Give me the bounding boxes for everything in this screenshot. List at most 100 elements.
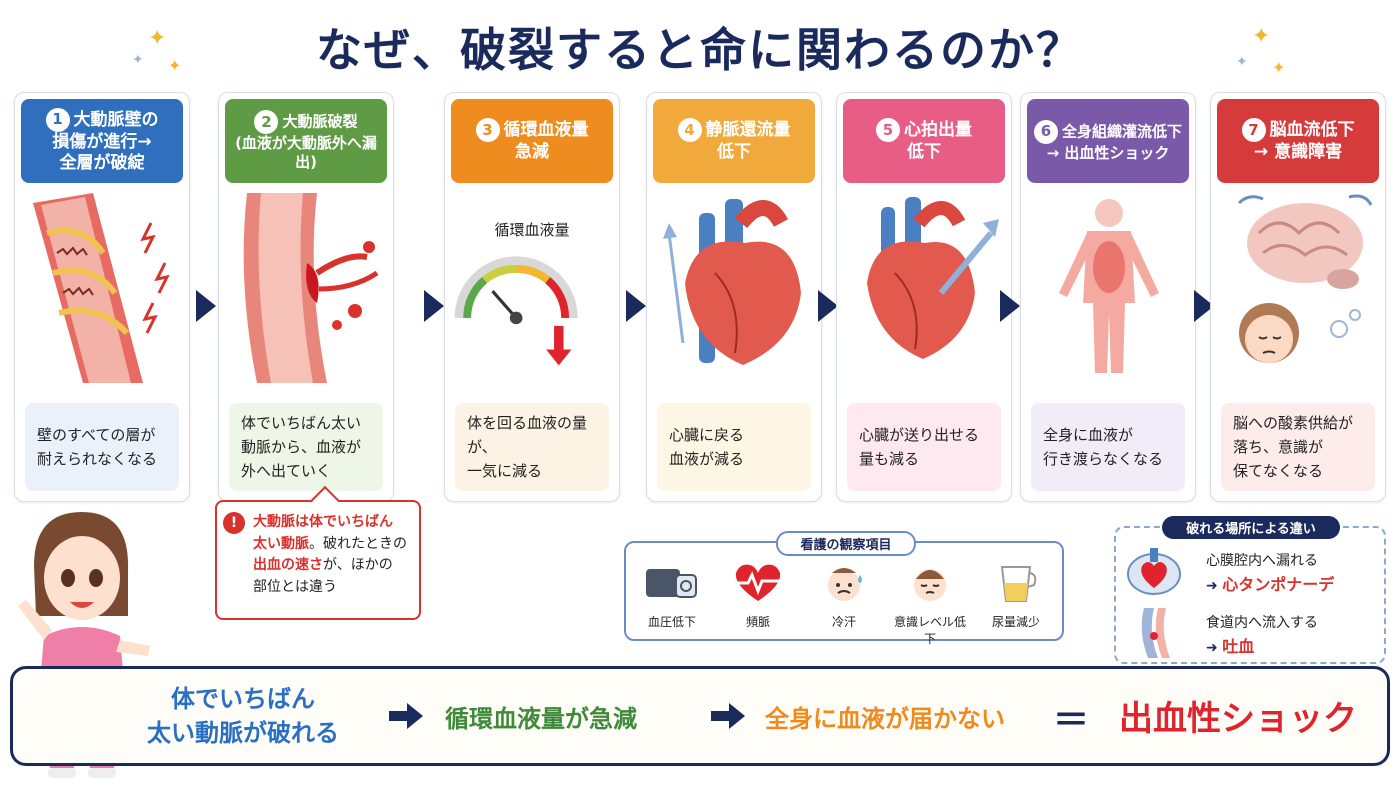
observation-label: 血圧低下: [647, 615, 696, 629]
equals-sign: ＝: [1053, 700, 1090, 741]
flow-arrow: [1000, 290, 1020, 322]
step-title: 大動脈壁の 損傷が進行→ 全層が破綻: [52, 109, 159, 173]
observation-label: 冷汗: [831, 615, 856, 629]
step-description: 体でいちばん太い 動脈から、血液が 外へ出ていく: [229, 403, 383, 491]
step-number: 1: [45, 107, 70, 132]
warning-icon: !: [223, 512, 245, 534]
flow-arrow: [424, 290, 444, 322]
brain-and-dizzy-patient-illustration: [1237, 194, 1373, 363]
differences-title: 破れる場所による違い: [1162, 516, 1340, 539]
difference-cause: 心膜腔内へ漏れる: [1206, 553, 1318, 569]
page-title: なぜ、破裂すると命に関わるのか？: [316, 23, 1084, 77]
heart-pulse-icon: [718, 561, 798, 605]
step-title: 大動脈破裂 (血液が大動脈外へ漏出): [235, 112, 377, 171]
sparkle-icon: ✦: [1272, 58, 1286, 77]
pericardium-heart-icon: [1127, 548, 1181, 595]
warning-text-emphasis: 出血の速さ: [253, 557, 323, 574]
arrow-right-icon: [711, 703, 745, 729]
step-title: 循環血液量 急減: [503, 120, 589, 163]
warning-text-plain: が、ほかの: [323, 557, 393, 574]
warning-text-plain: 。破れたときの: [309, 535, 407, 552]
flow-arrow: [1194, 290, 1214, 322]
step-number: 7: [1241, 118, 1266, 143]
observation-title: 看護の観察項目: [776, 531, 916, 556]
urine-cup-icon: [976, 561, 1056, 605]
step-number: 6: [1033, 119, 1058, 144]
sparkle-icon: ✦: [132, 52, 144, 68]
step-number: 4: [677, 118, 702, 143]
ruptured-aorta-illustration: [243, 193, 379, 383]
summary-step-1: 体でいちばん 太い動脈が破れる: [133, 683, 353, 750]
difference-cause: 食道内へ流入する: [1206, 615, 1318, 631]
step-description: 全身に血液が 行き渡らなくなる: [1031, 403, 1185, 491]
summary-step-2: 循環血液量が急減: [445, 705, 637, 733]
difference-row: 食道内へ流入する ➜ 吐血: [1124, 608, 1380, 664]
heart-output-illustration: [867, 197, 999, 359]
warning-callout: ! 大動脈は体でいちばん 太い動脈。破れたときの 出血の速さが、ほかの 部位とは…: [215, 485, 421, 620]
step-title: 静脈還流量 低下: [705, 120, 791, 163]
step-description: 壁のすべての層が 耐えられなくなる: [25, 403, 179, 491]
observation-item: 血圧低下: [632, 561, 712, 630]
esophagus-icon: [1141, 608, 1170, 658]
summary-step-3: 全身に血液が届かない: [765, 705, 1005, 733]
heart-venous-return-illustration: [663, 199, 801, 365]
step-title: 脳血流低下 → 意識障害: [1253, 120, 1355, 163]
step-number: 3: [475, 118, 500, 143]
blood-pressure-monitor-icon: [632, 561, 712, 605]
warning-text: 大動脈は体でいちばん 太い動脈。破れたときの 出血の速さが、ほかの 部位とは違う: [229, 512, 409, 599]
nursing-observation-panel: 看護の観察項目 血圧低下 頻脈 冷汗 意識レベル低下 尿量減少: [624, 531, 1064, 646]
flow-arrow: [196, 290, 216, 322]
difference-row: 心膜腔内へ漏れる ➜ 心タンポナーデ: [1124, 546, 1380, 602]
body-perfusion-illustration: [1059, 199, 1159, 373]
step-description: 心臓に戻る 血液が減る: [657, 403, 811, 491]
sparkle-icon: ✦: [148, 26, 167, 51]
observation-item: 冷汗: [804, 561, 884, 630]
observation-item: 意識レベル低下: [890, 561, 970, 647]
observation-item: 頻脈: [718, 561, 798, 630]
difference-text: 食道内へ流入する ➜ 吐血: [1206, 612, 1318, 660]
summary-banner: 体でいちばん 太い動脈が破れる 循環血液量が急減 全身に血液が届かない ＝ 出血…: [10, 666, 1390, 766]
gauge-label: 循環血液量: [494, 221, 570, 239]
summary-result: 出血性ショック: [1119, 699, 1357, 739]
damaged-aorta-wall-illustration: [33, 193, 170, 383]
flow-arrow: [626, 290, 646, 322]
observation-label: 意識レベル低下: [893, 615, 966, 646]
difference-result: 吐血: [1222, 637, 1255, 657]
step-description: 体を回る血液の量が、 一気に減る: [455, 403, 609, 491]
summary-text: 太い動脈が破れる: [147, 718, 339, 747]
difference-result: 心タンポナーデ: [1222, 575, 1335, 595]
arrow-right-icon: [389, 703, 423, 729]
arrow-right-icon: ➜: [1206, 640, 1218, 657]
warning-text-emphasis: 大動脈は体でいちばん: [253, 514, 393, 530]
sparkle-icon: ✦: [1252, 24, 1271, 49]
warning-text-plain: 部位とは違う: [253, 579, 337, 596]
flow-arrow: [818, 290, 838, 322]
difference-text: 心膜腔内へ漏れる ➜ 心タンポナーデ: [1206, 550, 1334, 598]
step-description: 心臓が送り出せる 量も減る: [847, 403, 1001, 491]
warning-text-emphasis: 太い動脈: [253, 535, 309, 552]
observation-label: 尿量減少: [991, 615, 1040, 629]
step-description: 脳への酸素供給が 落ち、意識が 保てなくなる: [1221, 403, 1375, 491]
rupture-site-differences-panel: 破れる場所による違い 心膜腔内へ漏れる ➜ 心タンポナーデ 食道内へ流入する ➜…: [1114, 516, 1386, 664]
step-number: 2: [254, 110, 279, 135]
sparkle-icon: ✦: [168, 56, 182, 75]
step-number: 5: [876, 118, 900, 143]
observation-label: 頻脈: [745, 615, 770, 629]
cold-sweat-face-icon: [804, 561, 884, 605]
drowsy-face-icon: [890, 561, 970, 605]
sparkle-icon: ✦: [1236, 54, 1248, 70]
